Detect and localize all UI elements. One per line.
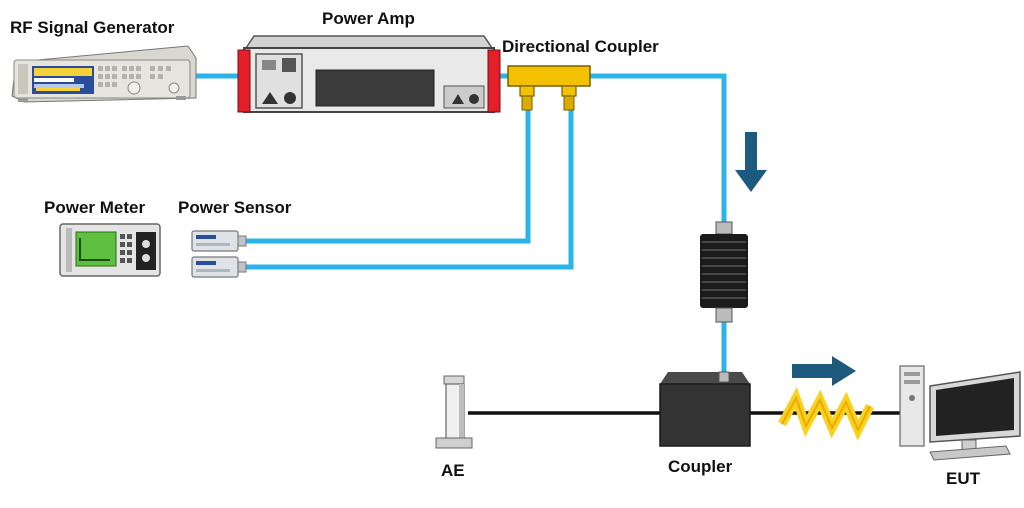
- label-eut: EUT: [946, 469, 980, 488]
- power-meter: [59, 223, 161, 277]
- arrow-right-icon: [792, 356, 856, 386]
- rf-cables: [192, 73, 727, 374]
- eut-computer: [899, 365, 1021, 461]
- label-directional-coupler: Directional Coupler: [502, 37, 659, 56]
- cable-coupler-to-attenuator: [590, 73, 727, 222]
- cable-forward-port-to-sensor: [246, 110, 531, 244]
- lightning-icon: [778, 386, 875, 441]
- power-amp: [237, 35, 501, 113]
- label-power-meter: Power Meter: [44, 198, 146, 217]
- coupler-box: [659, 371, 751, 447]
- label-coupler: Coupler: [668, 457, 733, 476]
- power-sensor-forward: [191, 230, 247, 252]
- ae-device: [435, 375, 473, 449]
- arrow-down-icon: [735, 132, 767, 192]
- attenuator: [700, 221, 748, 323]
- label-power-amp: Power Amp: [322, 9, 415, 28]
- label-power-sensor: Power Sensor: [178, 198, 292, 217]
- label-rf-signal-generator: RF Signal Generator: [10, 18, 175, 37]
- directional-coupler: [507, 65, 591, 111]
- rf-signal-generator: [11, 45, 197, 103]
- power-sensor-reflected: [191, 256, 247, 278]
- cable-reflected-port-to-sensor: [246, 110, 574, 270]
- label-ae: AE: [441, 461, 465, 480]
